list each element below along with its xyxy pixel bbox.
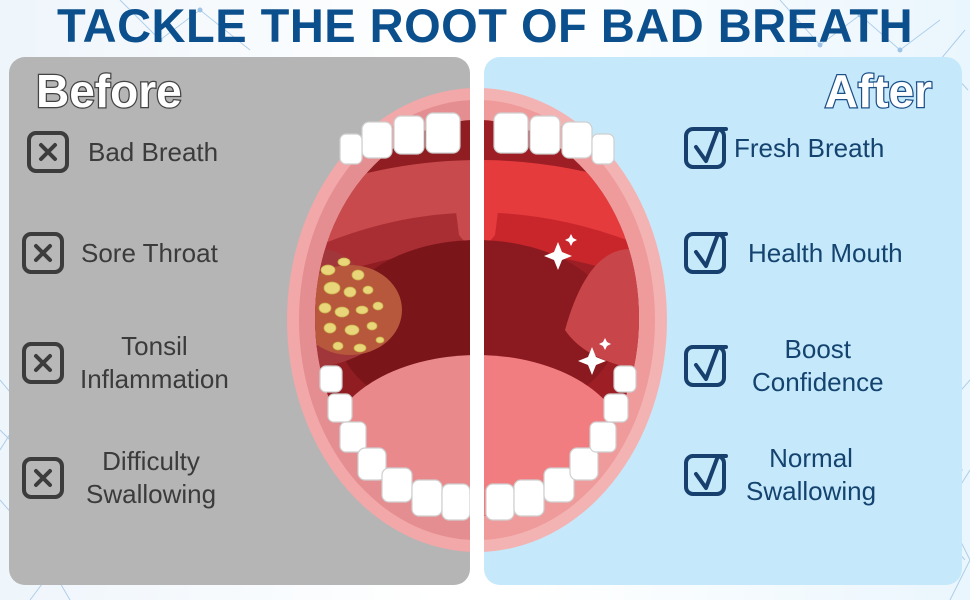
before-item-difficulty-swallowing: Difficulty Swallowing: [22, 445, 216, 511]
before-item-label: Tonsil Inflammation: [80, 331, 229, 394]
check-box-icon: [684, 232, 728, 274]
before-label: Before: [35, 64, 183, 119]
after-item-label: Fresh Breath: [734, 132, 885, 163]
before-item-label: Difficulty Swallowing: [86, 446, 217, 509]
before-item-label: Bad Breath: [88, 136, 219, 167]
x-box-icon: [22, 232, 64, 274]
x-box-icon: [22, 457, 64, 499]
after-item-label: Normal Swallowing: [746, 443, 877, 506]
open-mouth-illustration: [287, 70, 667, 570]
before-item-sore-throat: Sore Throat: [22, 232, 218, 274]
after-item-label: Boost Confidence: [752, 334, 884, 397]
after-item-normal-swallowing: Normal Swallowing: [684, 442, 876, 508]
before-item-tonsil-inflammation: Tonsil Inflammation: [22, 330, 229, 396]
x-box-icon: [22, 342, 64, 384]
after-item-fresh-breath: Fresh Breath: [684, 127, 884, 169]
after-item-health-mouth: Health Mouth: [684, 232, 903, 274]
check-box-icon: [684, 345, 728, 387]
before-item-bad-breath: Bad Breath: [27, 131, 218, 173]
page-title: TACKLE THE ROOT OF BAD BREATH: [56, 0, 914, 52]
before-item-label: Sore Throat: [81, 237, 218, 268]
after-item-boost-confidence: Boost Confidence: [684, 333, 884, 399]
after-item-label: Health Mouth: [748, 237, 903, 268]
check-box-icon: [684, 454, 728, 496]
check-box-icon: [684, 127, 728, 169]
x-box-icon: [27, 131, 69, 173]
after-label: After: [823, 64, 933, 119]
